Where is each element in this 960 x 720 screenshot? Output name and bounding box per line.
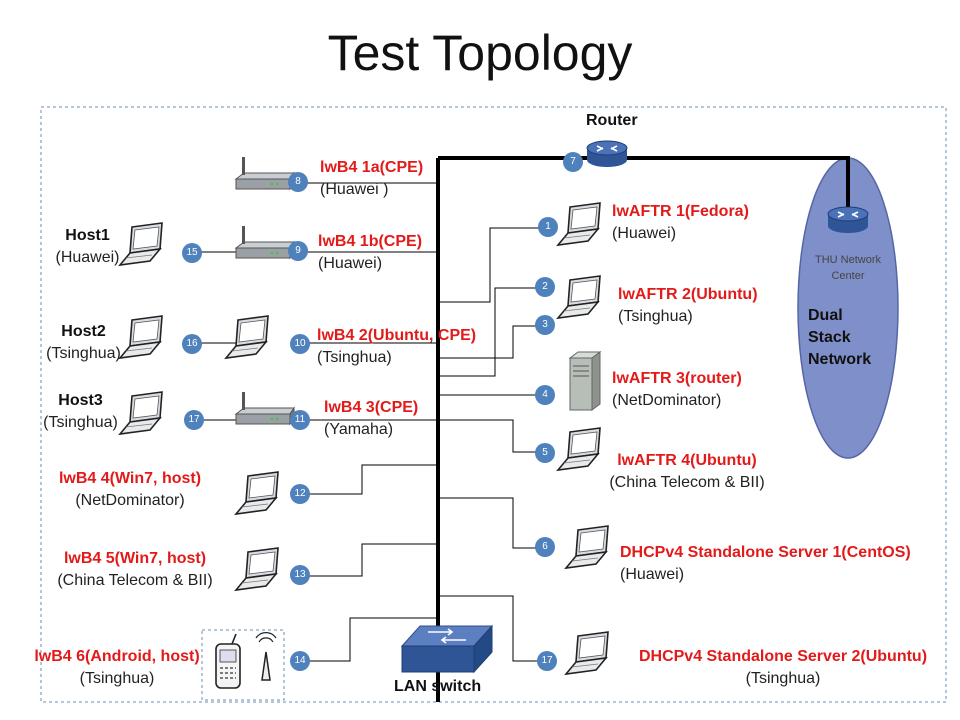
cpe-icon <box>235 156 295 190</box>
android-phone-icon <box>201 629 285 701</box>
lwb4-6-label: lwB4 6(Android, host)(Tsinghua) <box>34 648 200 687</box>
laptop-icon <box>565 525 609 569</box>
port-badge: 7 <box>563 152 583 172</box>
lwaftr-2-label: lwAFTR 2(Ubuntu)(Tsinghua) <box>618 286 758 325</box>
cpe-icon <box>235 391 295 425</box>
lwb4-1b-label: lwB4 1b(CPE)(Huawei) <box>318 233 423 272</box>
port-badge: 9 <box>288 241 308 261</box>
host2-label: Host2(Tsinghua) <box>46 323 121 362</box>
port-badge: 5 <box>535 443 555 463</box>
server-icon <box>568 351 602 411</box>
lan-switch-icon <box>400 624 494 674</box>
port-badge: 4 <box>535 385 555 405</box>
port-badge: 3 <box>535 315 555 335</box>
lwb4-4-label: lwB4 4(Win7, host)(NetDominator) <box>58 470 202 509</box>
port-badge: 1 <box>538 217 558 237</box>
port-badge: 15 <box>182 243 202 263</box>
dhcpv4-server-2-label: DHCPv4 Standalone Server 2(Ubuntu)(Tsing… <box>638 648 928 687</box>
laptop-icon <box>565 631 609 675</box>
port-badge: 14 <box>290 651 310 671</box>
laptop-icon <box>235 471 279 515</box>
laptop-icon <box>225 315 269 359</box>
network-boundary <box>40 106 947 703</box>
lan-switch-label: LAN switch <box>394 678 482 695</box>
right-links <box>438 227 545 662</box>
port-badge: 17 <box>184 410 204 430</box>
port-badge: 8 <box>288 172 308 192</box>
lwaftr-4-label: lwAFTR 4(Ubuntu)(China Telecom & BII) <box>609 452 765 491</box>
host3-label: Host3(Tsinghua) <box>43 392 118 431</box>
diagram-title: Test Topology <box>327 25 633 81</box>
port-badge: 11 <box>290 410 310 430</box>
laptop-icon <box>557 275 601 319</box>
lwaftr-1-label: lwAFTR 1(Fedora)(Huawei) <box>612 203 749 242</box>
lwb4-5-label: lwB4 5(Win7, host)(China Telecom & BII) <box>57 550 213 589</box>
wifi-ap-icon <box>255 632 277 681</box>
port-badge: 13 <box>290 565 310 585</box>
thu-router-icon <box>827 206 869 234</box>
port-badge: 2 <box>535 277 555 297</box>
dhcpv4-server-1-label: DHCPv4 Standalone Server 1(CentOS)(Huawe… <box>620 544 911 583</box>
router-icon <box>586 140 628 168</box>
lwb4-2-label: lwB4 2(Ubuntu, CPE)(Tsinghua) <box>317 327 477 366</box>
laptop-icon <box>557 202 601 246</box>
port-badge: 12 <box>290 484 310 504</box>
lwb4-3-label: lwB4 3(CPE)(Yamaha) <box>324 399 419 438</box>
port-badge: 10 <box>290 334 310 354</box>
left-links <box>195 182 438 662</box>
port-badge: 16 <box>182 334 202 354</box>
cpe-icon <box>235 225 295 259</box>
router-label: Router <box>586 112 638 129</box>
host1-label: Host1(Huawei) <box>55 227 120 266</box>
laptop-icon <box>235 547 279 591</box>
lwb4-1a-label: lwB4 1a(CPE)(Huawei ) <box>320 159 424 198</box>
port-badge: 6 <box>535 537 555 557</box>
lwaftr-3-label: lwAFTR 3(router)(NetDominator) <box>612 370 742 409</box>
port-badge: 17 <box>537 651 557 671</box>
